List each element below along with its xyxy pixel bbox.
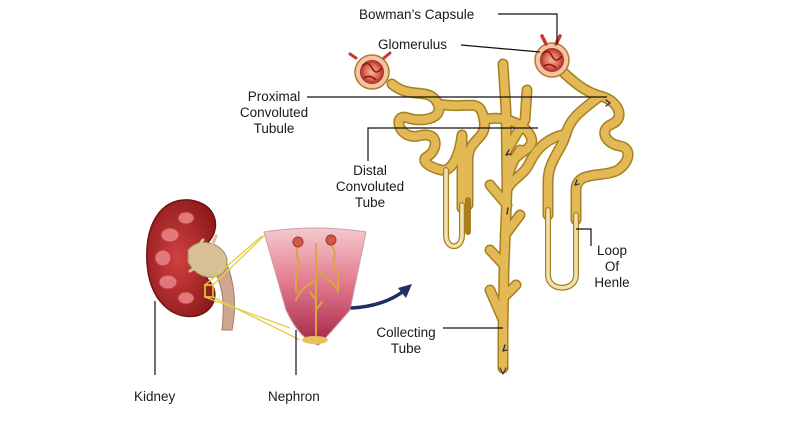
left-loop-of-henle xyxy=(444,168,464,248)
label-loop-of-henle: Loop Of Henle xyxy=(594,243,630,290)
label-glomerulus: Glomerulus xyxy=(378,37,448,52)
label-kidney: Kidney xyxy=(134,389,176,404)
label-nephron: Nephron xyxy=(268,389,320,404)
label-collecting-tube: Collecting Tube xyxy=(376,325,436,356)
label-proximal-convoluted-tubule: Proximal Convoluted Tubule xyxy=(239,89,309,136)
label-bowmans-capsule: Bowman’s Capsule xyxy=(359,7,475,22)
right-distal-tubule xyxy=(503,130,570,194)
left-distal-tubule xyxy=(480,114,536,194)
glomerulus-left xyxy=(348,51,392,90)
leader-lines xyxy=(154,13,607,375)
kidney-illustration xyxy=(146,199,235,331)
glomerulus-right xyxy=(534,34,570,78)
tubule-system xyxy=(386,56,634,375)
nephron-cone xyxy=(263,227,367,346)
right-loop-of-henle xyxy=(546,208,578,290)
zoom-lines xyxy=(204,231,301,341)
label-distal-convoluted-tube: Distal Convoluted Tube xyxy=(335,163,405,210)
transition-arrow xyxy=(350,284,412,310)
